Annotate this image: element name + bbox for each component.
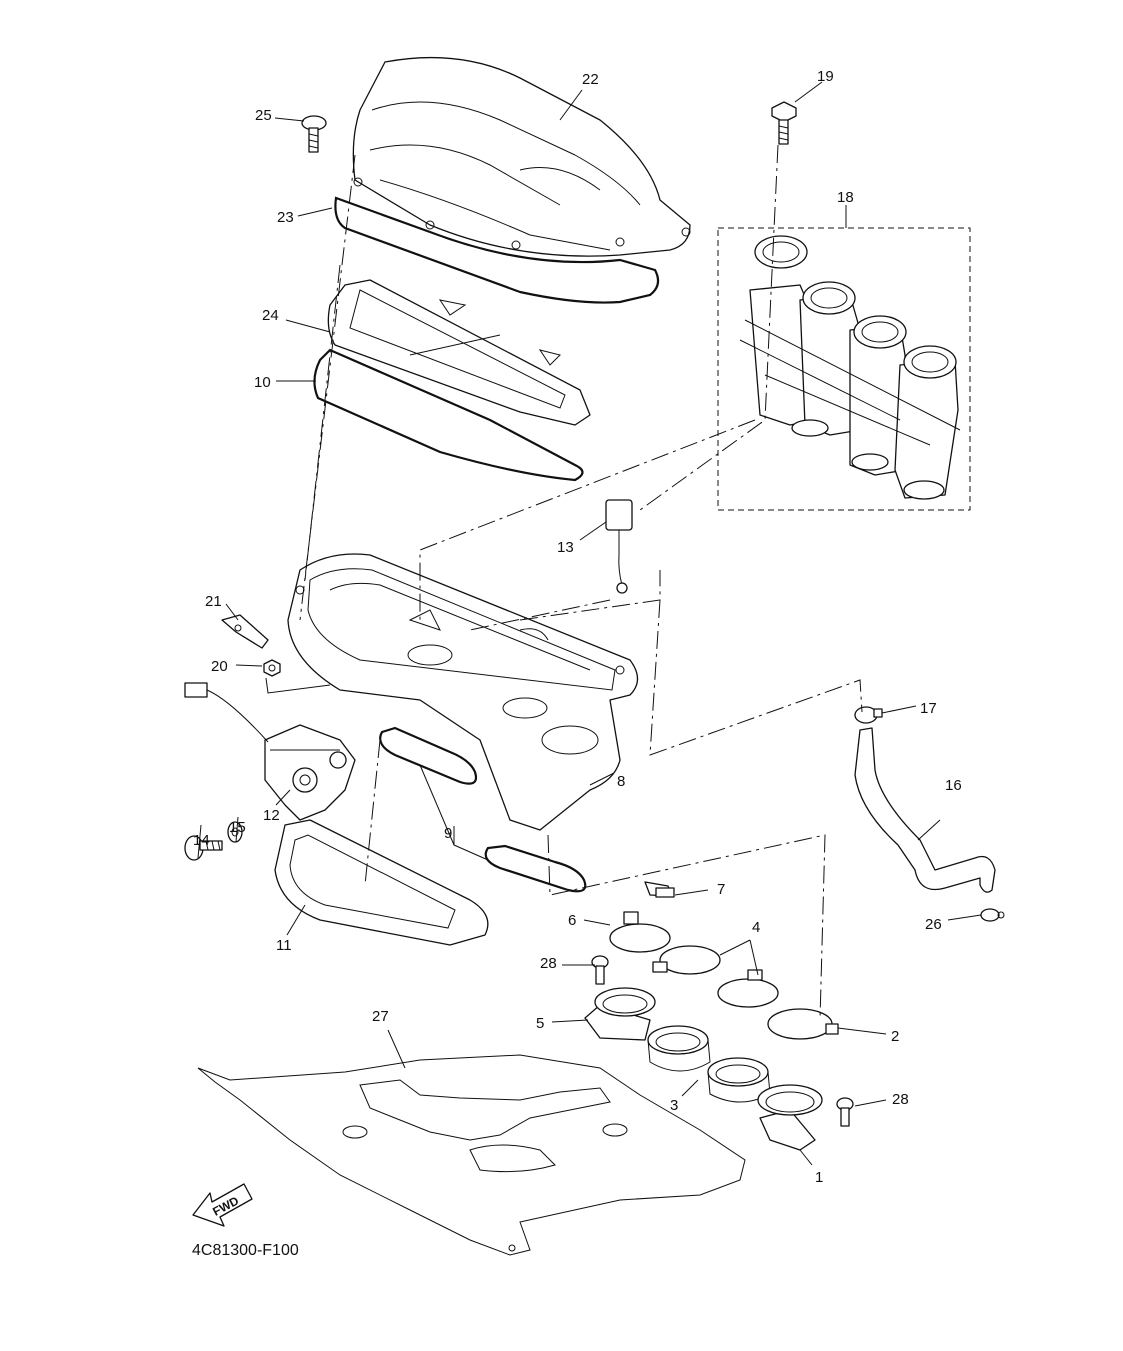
callout-1: 1 (815, 1169, 823, 1186)
part-3-joints (647, 1025, 771, 1103)
callout-26: 26 (925, 916, 942, 933)
part-9-joint-gaskets (379, 726, 587, 893)
part-25-screw (301, 115, 327, 153)
part-4-clamps (652, 945, 779, 1008)
callout-3: 3 (670, 1097, 678, 1114)
callout-8: 8 (617, 773, 625, 790)
callout-13: 13 (557, 539, 574, 556)
part-18-throttle-body-box (717, 227, 971, 511)
callout-19: 19 (817, 68, 834, 85)
part-2-clamp (767, 1008, 839, 1040)
part-21-bracket (221, 614, 269, 649)
part-1-joint (757, 1084, 823, 1151)
callout-28-upper: 28 (540, 955, 557, 972)
part-12-servo-unit (184, 682, 356, 821)
part-22-air-box-cover (352, 56, 691, 257)
fwd-arrow: FWD (192, 1183, 253, 1227)
part-27-plate (197, 1054, 746, 1256)
callout-numbers: 1 2 3 4 5 6 7 8 9 10 11 12 13 14 15 16 1… (193, 68, 962, 1186)
part-28-bolt-lower (836, 1097, 854, 1127)
callout-22: 22 (582, 71, 599, 88)
callout-4: 4 (752, 919, 760, 936)
part-7-holder (644, 881, 675, 898)
callout-11: 11 (276, 937, 292, 954)
part-11-duct-seal (274, 819, 489, 946)
part-6-clamp (609, 911, 671, 953)
part-17-clip (854, 706, 883, 724)
leader-lines (197, 81, 982, 1166)
part-13-sensor (605, 499, 633, 594)
part-24-air-filter (327, 279, 591, 426)
part-26-clip (980, 908, 1005, 922)
callout-5: 5 (536, 1015, 544, 1032)
callout-21: 21 (205, 593, 222, 610)
alignment-lines (299, 144, 863, 1021)
callout-17: 17 (920, 700, 937, 717)
diagram-code: 4C81300-F100 (192, 1242, 299, 1259)
part-19-bolt (771, 101, 797, 145)
callout-23: 23 (277, 209, 294, 226)
callout-16: 16 (945, 777, 962, 794)
callout-24: 24 (262, 307, 279, 324)
part-16-hose (854, 727, 996, 893)
callout-20: 20 (211, 658, 228, 675)
callout-7: 7 (717, 881, 725, 898)
callout-6: 6 (568, 912, 576, 929)
part-5-joint (584, 987, 656, 1041)
callout-27: 27 (372, 1008, 389, 1025)
callout-28-lower: 28 (892, 1091, 909, 1108)
part-20-nut (263, 659, 281, 677)
part-18-throttle-bodies (739, 235, 961, 500)
part-15-washer (227, 821, 243, 843)
part-28-bolt-upper (591, 955, 609, 985)
callout-2: 2 (891, 1028, 899, 1045)
callout-12: 12 (263, 807, 280, 824)
callout-15: 15 (229, 819, 246, 836)
callout-10: 10 (254, 374, 271, 391)
part-10-filter-gasket (313, 348, 584, 482)
callout-25: 25 (255, 107, 272, 124)
callout-14: 14 (193, 832, 210, 849)
callout-9: 9 (444, 825, 452, 842)
part-23-cover-gasket (334, 196, 660, 304)
part-8-air-box-case (287, 553, 639, 831)
callout-18: 18 (837, 189, 854, 206)
